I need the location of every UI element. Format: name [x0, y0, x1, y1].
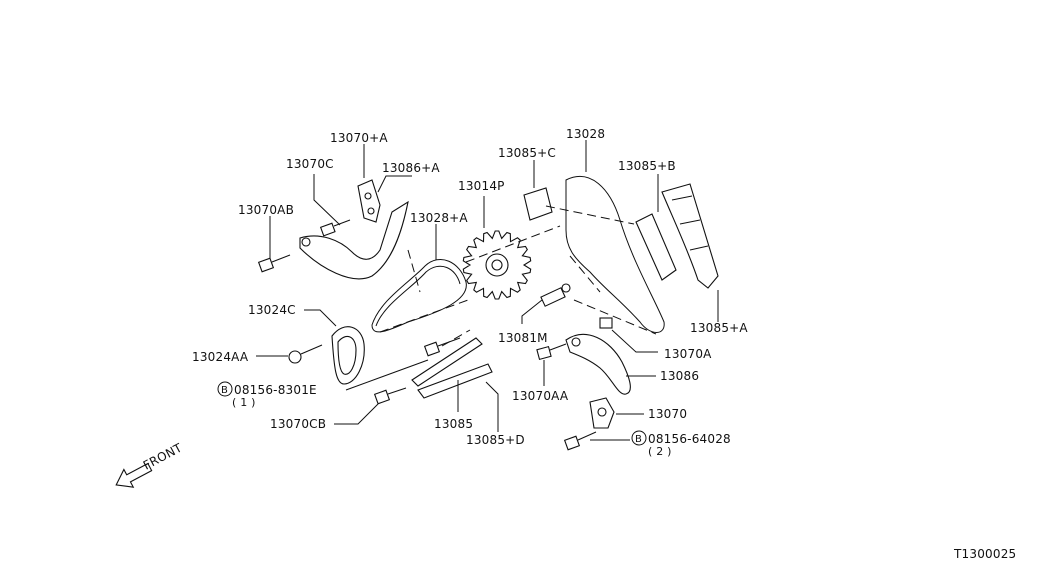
bolt-13070c: [319, 219, 351, 237]
assembly-line: [465, 225, 561, 263]
bolt-13070ab: [257, 254, 291, 273]
front-label: FRONT: [141, 440, 185, 472]
label-13070: 13070: [648, 407, 687, 421]
label-13085: 13085: [434, 417, 473, 431]
label-13070cb: 13070CB: [270, 417, 326, 431]
label-13086: 13086: [660, 369, 699, 383]
chain-guide-13085-b: [635, 213, 677, 281]
front-arrow: [115, 462, 153, 488]
label-08156-64028: 08156-64028: [648, 432, 731, 446]
label-13085-b: 13085+B: [618, 159, 676, 173]
label-08156-8301e-qty: ( 1 ): [232, 396, 256, 409]
bolt-13070cb: [373, 387, 407, 405]
bolt-08156-8301e: [423, 337, 461, 357]
assembly-line: [545, 205, 635, 225]
label-08156-8301e-group: B 08156-8301E ( 1 ): [217, 381, 317, 409]
label-13070-a: 13070+A: [330, 131, 388, 145]
label-13086-a: 13086+A: [382, 161, 440, 175]
label-08156-64028-group: B 08156-64028 ( 2 ): [631, 430, 731, 458]
timing-chain-lower: [371, 259, 467, 333]
assembly-line: [407, 249, 421, 293]
label-13024c: 13024C: [248, 303, 296, 317]
bracket-13070-a: [357, 179, 381, 223]
chain-guide-13085: [411, 337, 483, 387]
chain-guide-13085-a: [661, 183, 719, 289]
tensioner-13081m: [540, 283, 571, 307]
label-13070c: 13070C: [286, 157, 334, 171]
label-13070ab: 13070AB: [238, 203, 294, 217]
chain-guide-13085-d: [417, 363, 493, 399]
tensioner-13070: [589, 397, 615, 429]
diagram-id: T1300025: [953, 547, 1016, 561]
label-13085-c: 13085+C: [498, 146, 556, 160]
bolt-marker-icon: [631, 430, 647, 446]
label-13070a: 13070A: [664, 347, 712, 361]
assembly-line: [569, 255, 601, 293]
bolt-marker: B: [635, 434, 642, 445]
label-08156-64028-qty: ( 2 ): [648, 445, 672, 458]
label-13028-a: 13028+A: [410, 211, 468, 225]
bolt-marker-icon: [217, 381, 233, 397]
plate-13024c: [331, 326, 365, 385]
tensioner-arm-upper: [299, 200, 409, 280]
label-13081m: 13081M: [498, 331, 548, 345]
label-13028: 13028: [566, 127, 605, 141]
bolt-13070a: [599, 317, 613, 329]
leader-lines: [256, 140, 719, 441]
assembly-line: [379, 299, 469, 333]
label-13024aa: 13024AA: [192, 350, 249, 364]
sprocket-13014p: [462, 230, 532, 300]
label-13070aa: 13070AA: [512, 389, 569, 403]
assembly-line: [573, 299, 657, 335]
timing-chain-upper: [565, 175, 665, 333]
bolt-marker: B: [221, 385, 228, 396]
label-13085-a: 13085+A: [690, 321, 748, 335]
label-13085-d: 13085+D: [466, 433, 525, 447]
label-13014p: 13014P: [458, 179, 505, 193]
bolt-08156-64028: [563, 431, 597, 451]
tensioner-arm-lower: [565, 334, 631, 395]
bolt-13070aa: [536, 343, 567, 361]
bolt-13024aa: [288, 344, 323, 364]
assembly-line: [441, 329, 471, 347]
label-08156-8301e: 08156-8301E: [234, 383, 317, 397]
chain-guide-13085-c: [523, 187, 553, 221]
